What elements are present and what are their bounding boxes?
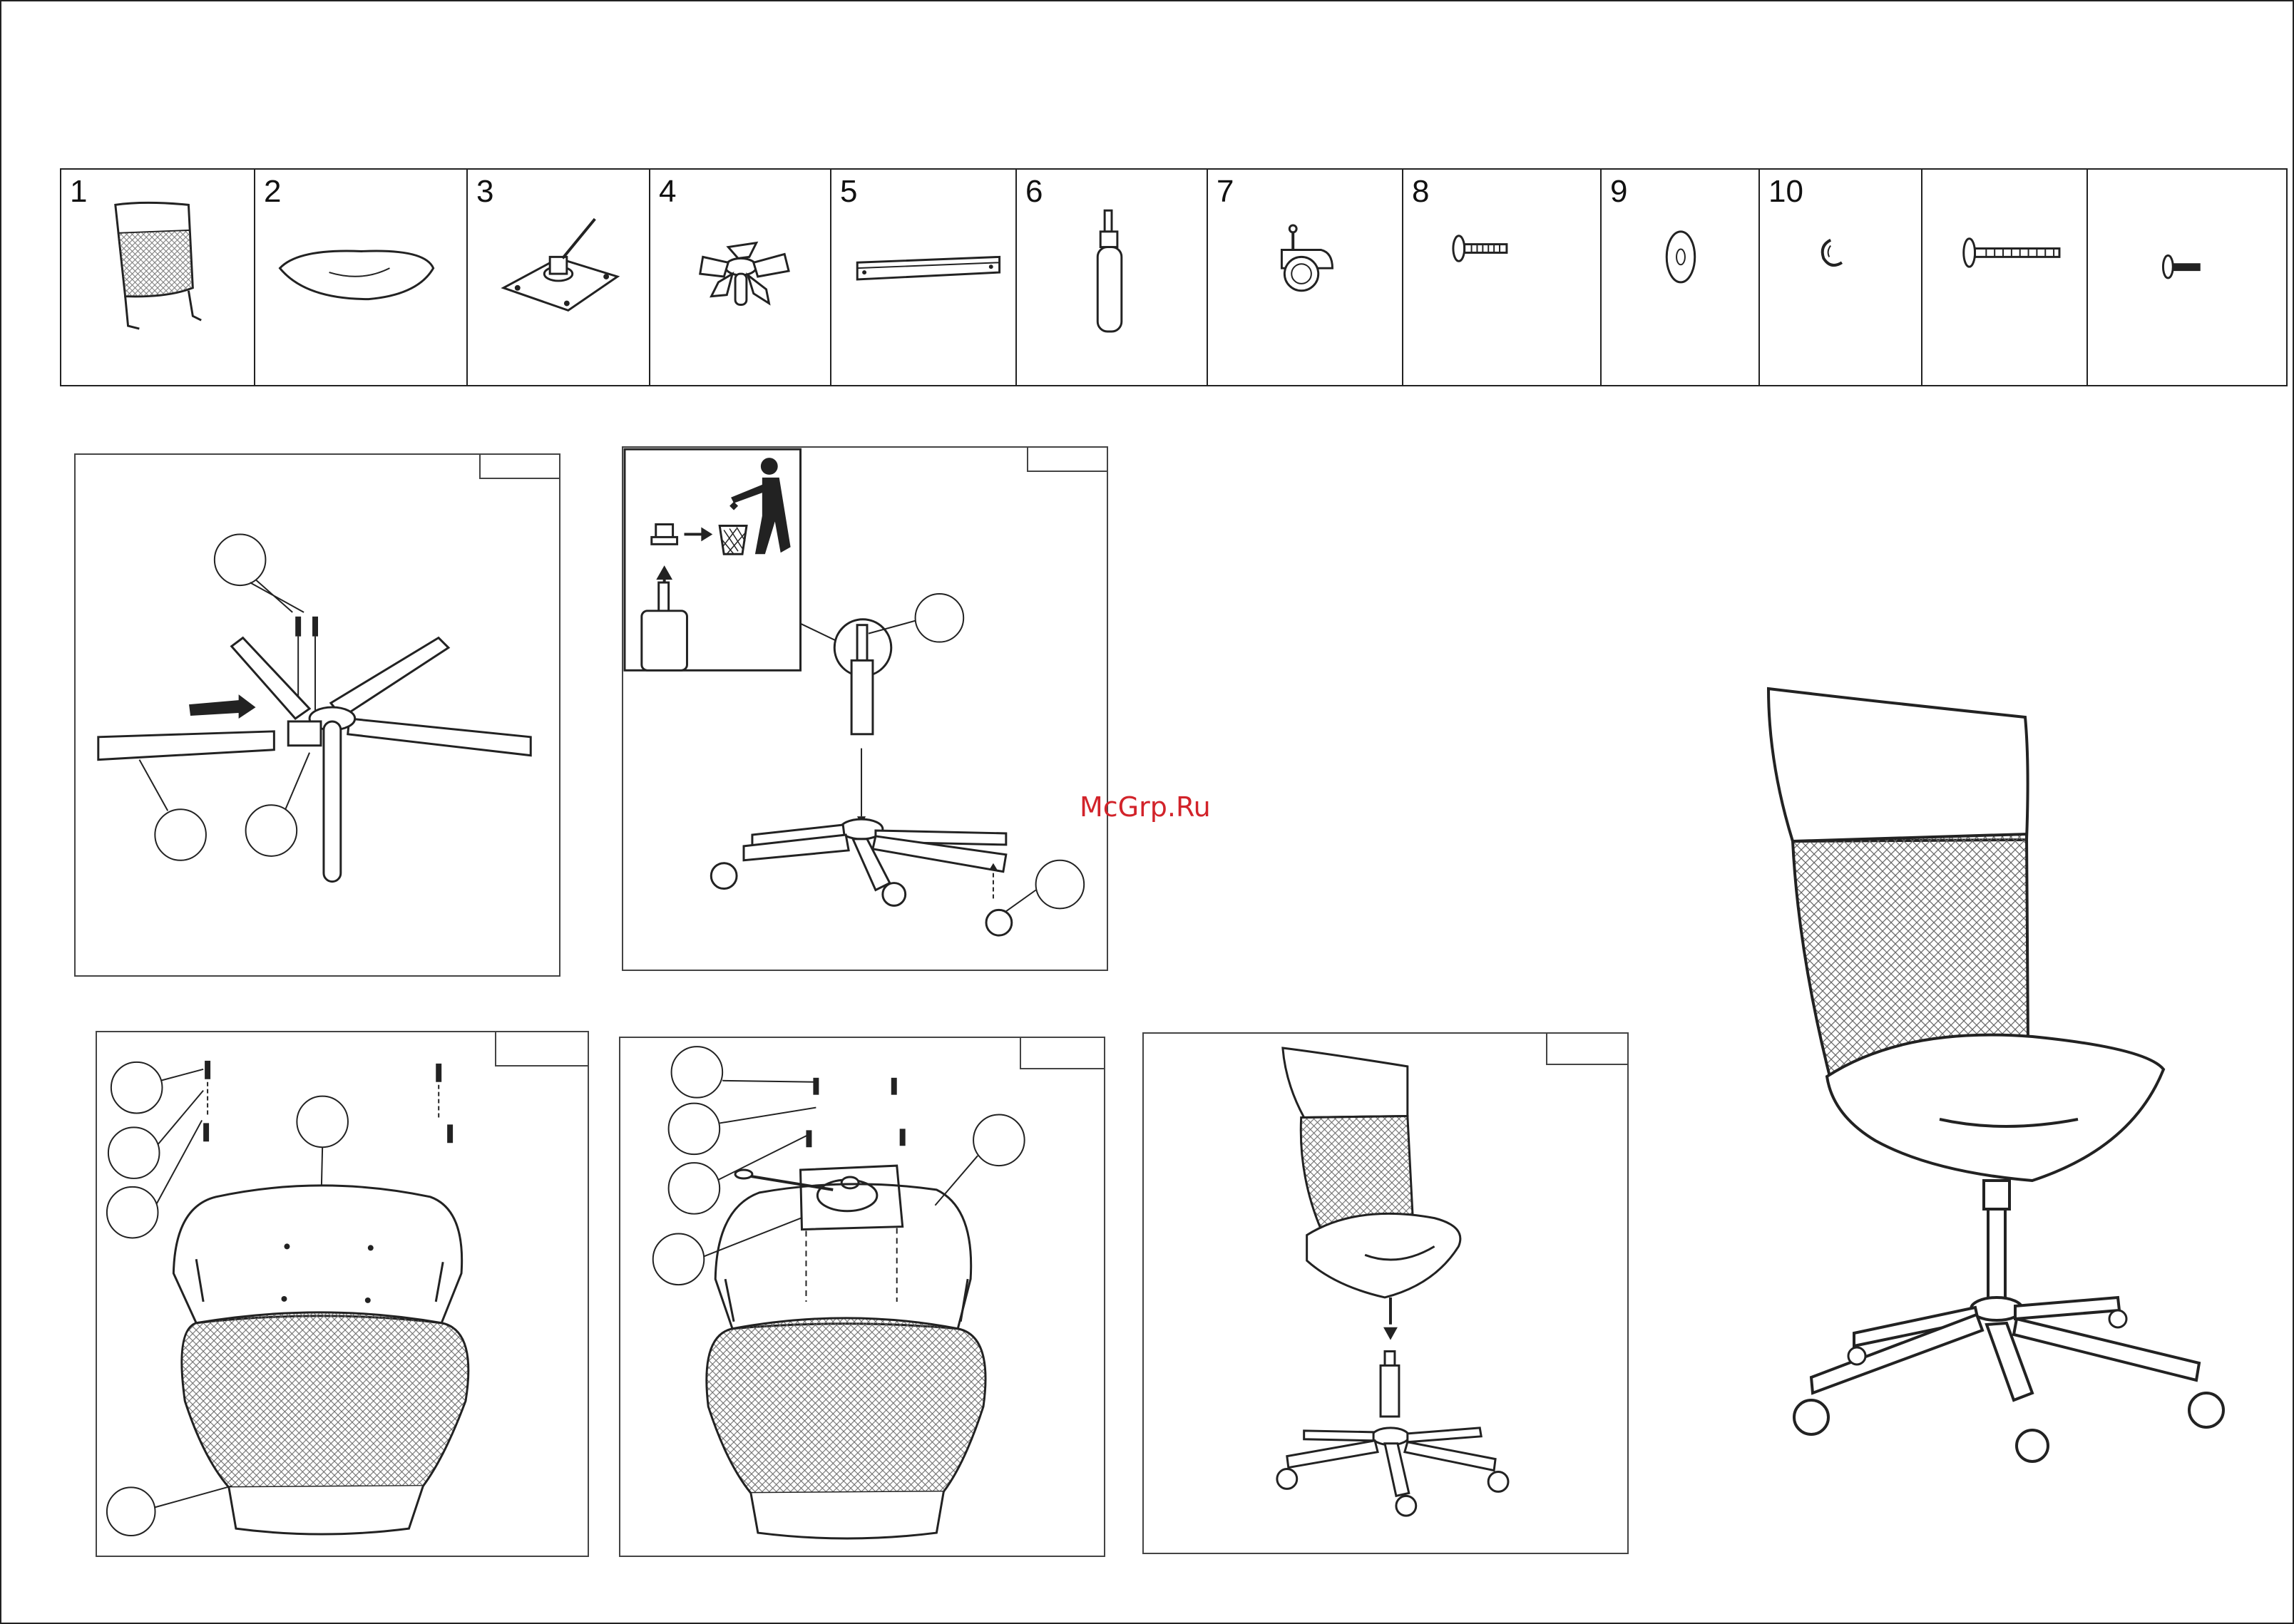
- backrest-seat-icon: [97, 1032, 588, 1556]
- spring-washer-icon: [1760, 170, 1921, 385]
- caster-icon: [1208, 170, 1402, 385]
- mesh-backrest-icon: [61, 170, 254, 385]
- washer-icon: [1602, 170, 1758, 385]
- part-cell-2: 2: [255, 170, 468, 385]
- watermark-text: McGrp.Ru: [1080, 791, 1211, 823]
- base-leg-icon: [831, 170, 1015, 385]
- short-bolt-icon: [2088, 170, 2286, 385]
- part-cell-7: 7: [1208, 170, 1403, 385]
- part-cell-4: 4: [650, 170, 831, 385]
- long-bolt-icon: [1922, 170, 2086, 385]
- part-cell-6: 6: [1017, 170, 1208, 385]
- part-cell-5: 5: [831, 170, 1017, 385]
- seat-icon: [255, 170, 466, 385]
- step-4-panel: [619, 1037, 1105, 1557]
- tilt-mechanism-icon: [468, 170, 649, 385]
- part-cell-10: 10: [1760, 170, 1922, 385]
- part-cell-1: 1: [61, 170, 255, 385]
- mechanism-mount-icon: [620, 1038, 1104, 1556]
- bolt-icon: [1403, 170, 1600, 385]
- step-5-panel: [1142, 1032, 1629, 1554]
- part-cell-12: [2088, 170, 2286, 385]
- part-cell-11: [1922, 170, 2088, 385]
- parts-list: 1 2 3 4: [60, 168, 2288, 386]
- step-1-panel: [74, 453, 560, 977]
- step-2-panel: [622, 446, 1108, 971]
- gas-lift-icon: [1017, 170, 1207, 385]
- base-hub-icon: [650, 170, 830, 385]
- gas-lift-caster-icon: [623, 448, 1107, 970]
- part-cell-9: 9: [1602, 170, 1760, 385]
- part-cell-3: 3: [468, 170, 650, 385]
- base-assembly-icon: [76, 455, 559, 975]
- finished-chair-icon: [1733, 670, 2246, 1483]
- part-cell-8: 8: [1403, 170, 1602, 385]
- chair-on-base-icon: [1144, 1034, 1627, 1553]
- step-3-panel: [96, 1031, 589, 1557]
